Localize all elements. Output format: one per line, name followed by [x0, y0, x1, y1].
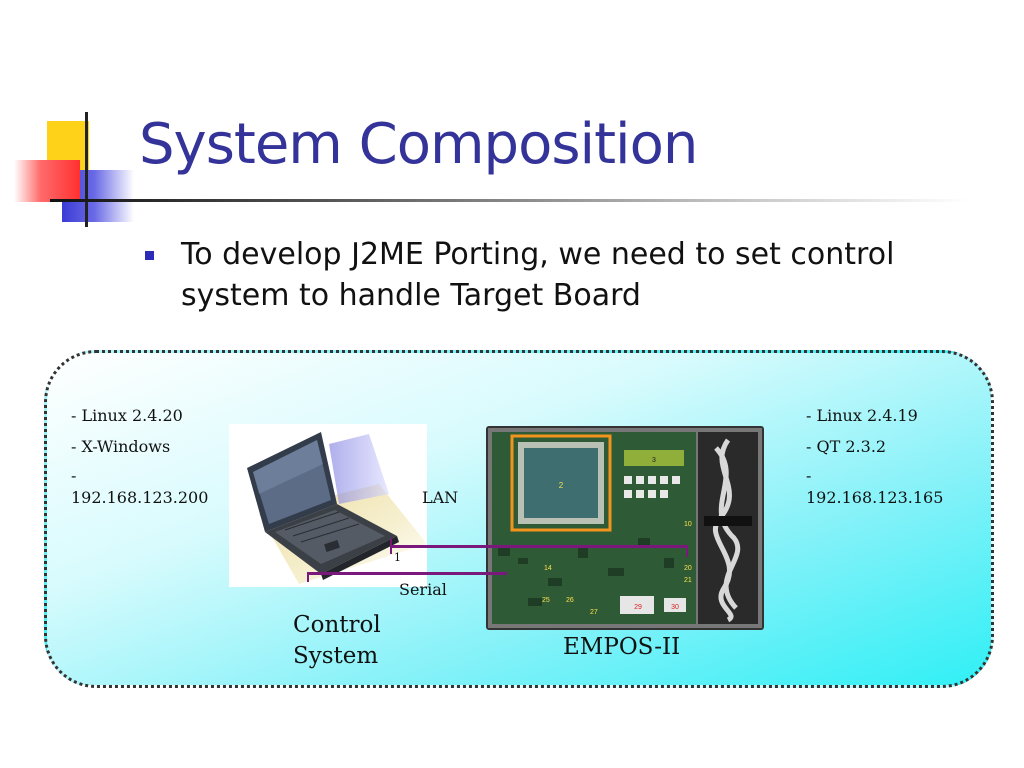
target-spec-os: - Linux 2.4.19 [806, 406, 918, 425]
board-num-25: 25 [542, 597, 550, 604]
host-spec-dash: - [71, 466, 77, 485]
laptop-image [229, 424, 427, 587]
target-board-icon: 2 3 29 30 10 14 20 21 25 26 27 [488, 428, 762, 628]
target-spec-qt: - QT 2.3.2 [806, 437, 887, 456]
target-board-image: 2 3 29 30 10 14 20 21 25 26 27 [486, 426, 764, 630]
board-num-21: 21 [684, 577, 692, 584]
bullet-text: To develop J2ME Porting, we need to set … [181, 237, 895, 313]
host-spec-gui: - X-Windows [71, 437, 171, 456]
host-spec-os: - Linux 2.4.20 [71, 406, 183, 425]
lan-wire [390, 545, 688, 548]
host-caption-line-2: System [293, 643, 379, 669]
board-num-27: 27 [590, 609, 598, 616]
lan-wire-end-host [390, 538, 392, 554]
connector-mark: 1 [394, 551, 401, 564]
target-caption: EMPOS-II [563, 634, 681, 660]
lan-label: LAN [422, 488, 459, 507]
target-spec-dash: - [806, 466, 812, 485]
serial-wire [307, 572, 507, 575]
board-num-14: 14 [544, 565, 552, 572]
diagram-panel [44, 350, 994, 688]
board-num-26: 26 [566, 597, 574, 604]
board-num-3: 3 [652, 457, 656, 464]
logo-red-block [14, 160, 80, 202]
host-spec-ip: 192.168.123.200 [71, 488, 209, 507]
board-num-29: 29 [634, 604, 642, 611]
laptop-icon [247, 432, 427, 584]
host-caption-line-1: Control [293, 612, 381, 638]
slide-title: System Composition [139, 112, 698, 177]
board-num-30: 30 [671, 604, 679, 611]
serial-label: Serial [399, 580, 447, 599]
logo-vertical-line [85, 112, 88, 227]
title-underline [50, 199, 970, 202]
board-num-2: 2 [559, 481, 564, 490]
target-spec-ip: 192.168.123.165 [806, 488, 944, 507]
serial-wire-end-host [307, 572, 309, 582]
host-caption: Control System [293, 610, 381, 672]
board-num-10: 10 [684, 521, 692, 528]
lan-wire-end-board [686, 545, 688, 557]
board-num-20: 20 [684, 565, 692, 572]
bullet-square-icon [145, 251, 154, 260]
